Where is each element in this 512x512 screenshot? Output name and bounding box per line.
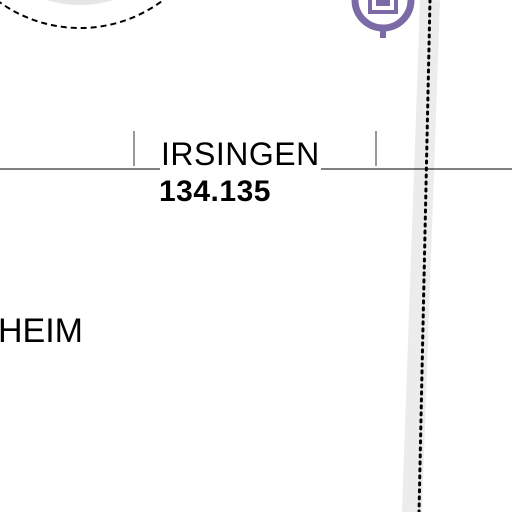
route-line [402,0,440,512]
dashed-airspace-boundary [0,0,165,29]
town-name-label: HEIM [0,312,83,350]
airspace-circle [0,0,165,29]
dotted-boundary-line [417,0,432,512]
fix-frequency-label: 134.135 [159,175,271,208]
vor-navaid-icon [351,0,415,38]
fix-name-label: IRSINGEN [160,136,321,172]
